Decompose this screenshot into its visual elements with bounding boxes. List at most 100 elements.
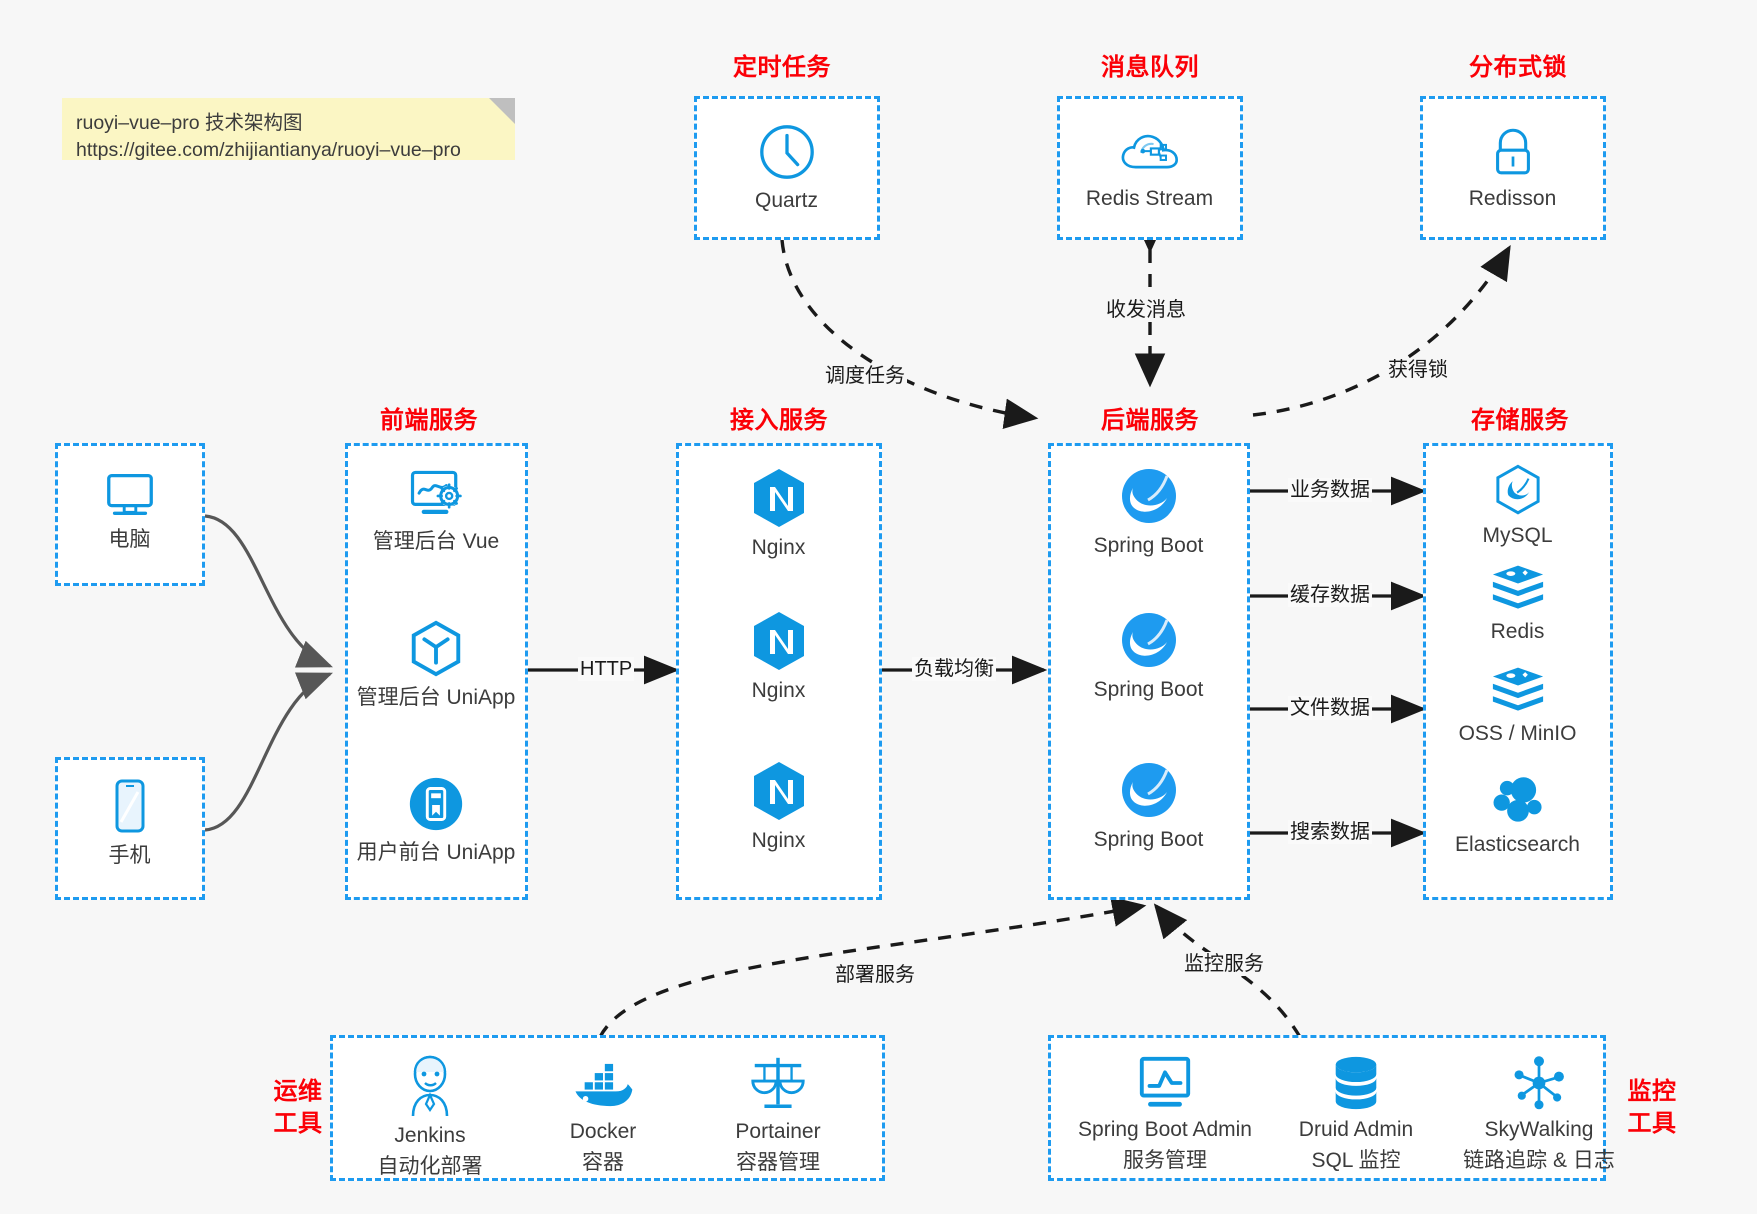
node-redis[interactable]: Redis xyxy=(1426,562,1609,645)
group-title-devops-line2: 工具 xyxy=(273,1110,323,1137)
edge-label-load-balance: 负载均衡 xyxy=(912,657,996,681)
node-label: Elasticsearch xyxy=(1455,833,1580,856)
node-mysql[interactable]: MySQL xyxy=(1426,462,1609,549)
group-box-storage: MySQL Redis OSS / MinIO xyxy=(1423,443,1613,900)
node-nginx-2[interactable]: Nginx xyxy=(679,609,878,704)
node-label: Quartz xyxy=(754,189,819,212)
node-spring-boot-admin[interactable]: Spring Boot Admin 服务管理 xyxy=(1059,1054,1271,1174)
node-sublabel: SQL 监控 xyxy=(1311,1149,1401,1172)
group-title-monitoring-line2: 工具 xyxy=(1627,1110,1677,1137)
mobile-phone-icon xyxy=(115,779,144,833)
group-box-client-mobile: 手机 xyxy=(55,757,205,900)
group-title-devops-line1: 运维 xyxy=(273,1078,323,1105)
edge-label-schedule-task: 调度任务 xyxy=(823,364,907,388)
node-portainer[interactable]: Portainer 容器管理 xyxy=(693,1052,863,1176)
node-sublabel: 容器 xyxy=(582,1151,624,1174)
group-title-backend: 后端服务 xyxy=(1101,407,1199,434)
node-label: Spring Boot xyxy=(1093,534,1204,557)
node-label: 用户前台 UniApp xyxy=(356,841,516,864)
edge-label-http: HTTP xyxy=(578,657,635,681)
jenkins-butler-icon xyxy=(411,1055,449,1117)
monitor-chart-icon xyxy=(1139,1056,1191,1107)
node-oss-minio[interactable]: OSS / MinIO xyxy=(1426,664,1609,747)
group-box-gateway: Nginx Nginx Nginx xyxy=(676,443,882,900)
group-title-monitoring-line1: 监控 xyxy=(1627,1078,1677,1105)
node-user-uniapp[interactable]: 用户前台 UniApp xyxy=(348,773,524,866)
nginx-icon xyxy=(753,612,804,670)
scales-balance-icon xyxy=(751,1057,805,1108)
node-label: 手机 xyxy=(108,844,151,867)
edge-label-cache-data: 缓存数据 xyxy=(1288,583,1372,607)
node-jenkins[interactable]: Jenkins 自动化部署 xyxy=(345,1052,515,1180)
node-label: Nginx xyxy=(751,679,806,702)
hexagon-cube-icon xyxy=(411,620,461,677)
node-label: Redisson xyxy=(1468,187,1557,210)
node-spring-boot-1[interactable]: Spring Boot xyxy=(1051,464,1246,559)
group-title-message-queue: 消息队列 xyxy=(1101,54,1199,81)
group-title-distributed-lock: 分布式锁 xyxy=(1469,54,1567,81)
mysql-dolphin-icon xyxy=(1495,464,1540,515)
node-spring-boot-2[interactable]: Spring Boot xyxy=(1051,608,1246,703)
lock-icon xyxy=(1495,128,1530,175)
edge-label-search-data: 搜索数据 xyxy=(1288,820,1372,844)
node-redis-stream[interactable]: Redis Stream xyxy=(1060,123,1239,212)
note-line-1: ruoyi–vue–pro 技术架构图 xyxy=(76,112,303,134)
node-desktop[interactable]: 电脑 xyxy=(58,466,201,553)
group-box-frontend: 管理后台 Vue 管理后台 UniApp 用户前台 UniApp xyxy=(345,443,528,900)
node-label: Portainer xyxy=(735,1120,821,1143)
node-elasticsearch[interactable]: Elasticsearch xyxy=(1426,771,1609,858)
edge-label-monitor-service: 监控服务 xyxy=(1182,952,1266,976)
node-label: 管理后台 UniApp xyxy=(356,686,516,709)
node-sublabel: 链路追踪 & 日志 xyxy=(1463,1149,1615,1172)
spring-boot-icon xyxy=(1121,613,1176,667)
group-box-message-queue: Redis Stream xyxy=(1057,96,1243,240)
group-title-scheduled-task: 定时任务 xyxy=(733,54,831,81)
edge-label-file-data: 文件数据 xyxy=(1288,696,1372,720)
node-docker[interactable]: Docker 容器 xyxy=(518,1056,688,1176)
group-title-frontend: 前端服务 xyxy=(380,407,478,434)
desktop-monitor-icon xyxy=(106,474,153,515)
node-label: 电脑 xyxy=(108,528,151,551)
group-title-storage: 存储服务 xyxy=(1471,407,1569,434)
spring-boot-icon xyxy=(1121,469,1176,523)
cloud-stream-icon xyxy=(1121,134,1178,169)
node-admin-uniapp[interactable]: 管理后台 UniApp xyxy=(348,618,524,711)
group-title-monitoring: 监控 工具 xyxy=(1612,1076,1692,1140)
node-quartz[interactable]: Quartz xyxy=(697,121,876,214)
note-box: ruoyi–vue–pro 技术架构图 https://gitee.com/zh… xyxy=(62,98,515,161)
node-sublabel: 自动化部署 xyxy=(377,1155,483,1178)
node-label: Nginx xyxy=(751,829,806,852)
node-label: Spring Boot xyxy=(1093,828,1204,851)
group-box-devops: Jenkins 自动化部署 Docker 容器 xyxy=(330,1035,885,1181)
nginx-icon xyxy=(753,762,804,820)
node-label: Redis xyxy=(1490,620,1545,643)
edge-label-deploy-service: 部署服务 xyxy=(833,963,917,987)
node-label: MySQL xyxy=(1482,524,1553,547)
node-label: Spring Boot xyxy=(1093,678,1204,701)
node-nginx-1[interactable]: Nginx xyxy=(679,466,878,561)
group-box-scheduled-task: Quartz xyxy=(694,96,880,240)
group-box-monitoring: Spring Boot Admin 服务管理 Druid Admin SQL 监… xyxy=(1048,1035,1615,1181)
group-title-devops: 运维 工具 xyxy=(258,1076,338,1140)
network-nodes-icon xyxy=(1514,1056,1564,1110)
node-druid-admin[interactable]: Druid Admin SQL 监控 xyxy=(1266,1054,1446,1174)
mobile-app-icon xyxy=(409,777,463,831)
redis-stack-icon xyxy=(1492,565,1543,609)
node-label: Redis Stream xyxy=(1085,187,1214,210)
node-label: Nginx xyxy=(751,536,806,559)
node-spring-boot-3[interactable]: Spring Boot xyxy=(1051,758,1246,853)
node-label: Druid Admin xyxy=(1298,1118,1414,1141)
redis-stack-icon xyxy=(1492,667,1543,711)
node-label: 管理后台 Vue xyxy=(372,530,500,553)
group-box-distributed-lock: Redisson xyxy=(1420,96,1606,240)
node-skywalking[interactable]: SkyWalking 链路追踪 & 日志 xyxy=(1439,1054,1639,1174)
node-label: OSS / MinIO xyxy=(1458,722,1577,745)
node-admin-vue[interactable]: 管理后台 Vue xyxy=(348,466,524,555)
elasticsearch-icon xyxy=(1493,777,1542,822)
node-nginx-3[interactable]: Nginx xyxy=(679,759,878,854)
node-label: Spring Boot Admin xyxy=(1078,1118,1252,1141)
clock-icon xyxy=(759,125,814,179)
node-sublabel: 服务管理 xyxy=(1123,1149,1207,1172)
node-mobile[interactable]: 手机 xyxy=(58,776,201,869)
node-redisson[interactable]: Redisson xyxy=(1423,123,1602,212)
